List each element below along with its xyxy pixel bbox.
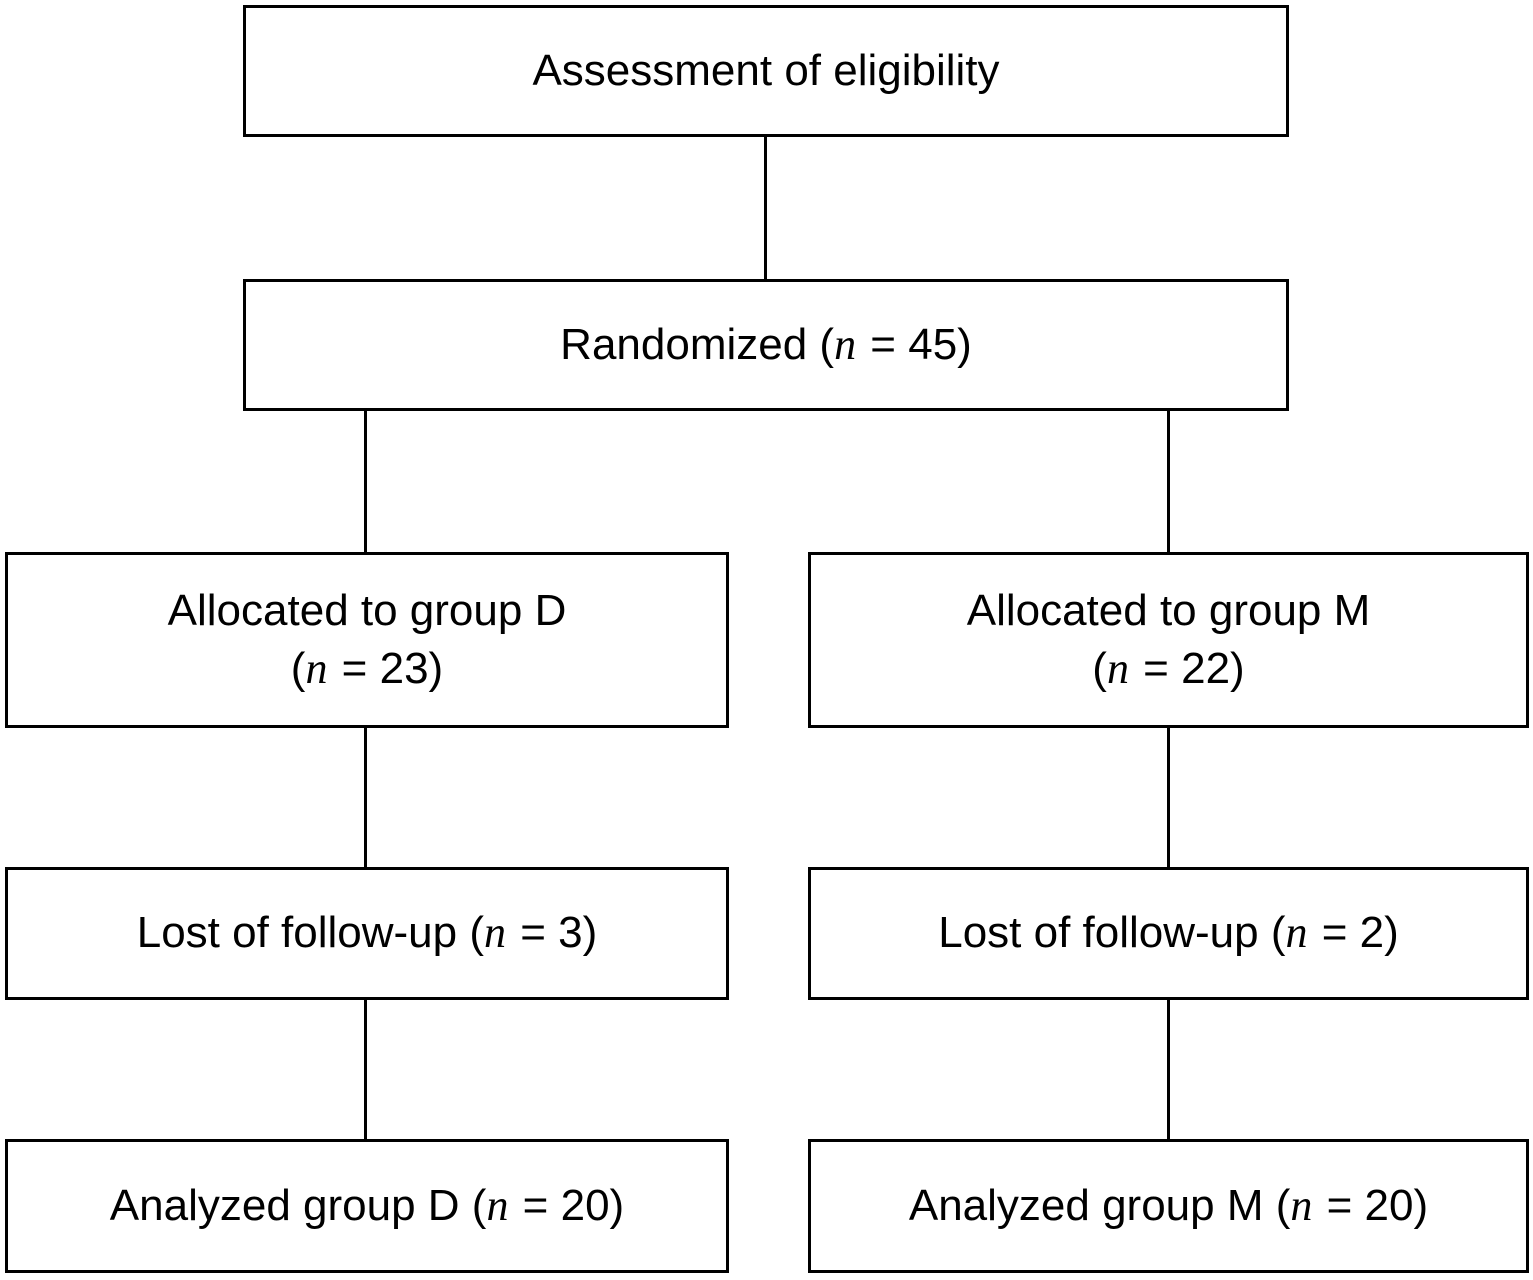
box-lost-follow-up-d: Lost of follow-up (n = 3) [5,867,729,1000]
connector-lost-m-to-analyzed-m [1167,1000,1170,1139]
box-analyzed-group-m: Analyzed group M (n = 20) [808,1139,1529,1273]
box-allocated-group-m: Allocated to group M(n = 22) [808,552,1529,728]
connector-lost-d-to-analyzed-d [364,1000,367,1139]
box-lost-follow-up-m: Lost of follow-up (n = 2) [808,867,1529,1000]
box-analyzed-group-d: Analyzed group D (n = 20) [5,1139,729,1273]
box-analyzed-group-m-label: Analyzed group M (n = 20) [908,1180,1429,1230]
connector-allocated-m-to-lost-m [1167,728,1170,867]
box-assessment-of-eligibility: Assessment of eligibility [243,5,1289,137]
box-lost-follow-up-m-label: Lost of follow-up (n = 2) [938,908,1399,958]
connector-randomized-to-allocated-d [364,411,367,552]
connector-randomized-to-allocated-m [1167,411,1170,552]
box-assessment-of-eligibility-label: Assessment of eligibility [532,45,1000,95]
box-allocated-group-m-label: Allocated to group M(n = 22) [966,585,1371,693]
box-analyzed-group-d-label: Analyzed group D (n = 20) [109,1180,625,1230]
box-lost-follow-up-d-label: Lost of follow-up (n = 3) [136,908,598,958]
box-allocated-group-d: Allocated to group D(n = 23) [5,552,729,728]
connector-eligibility-to-randomized [764,137,767,279]
box-randomized: Randomized (n = 45) [243,279,1289,411]
connector-allocated-d-to-lost-d [364,728,367,867]
box-randomized-label: Randomized (n = 45) [560,319,972,369]
box-allocated-group-d-label: Allocated to group D(n = 23) [167,585,567,693]
